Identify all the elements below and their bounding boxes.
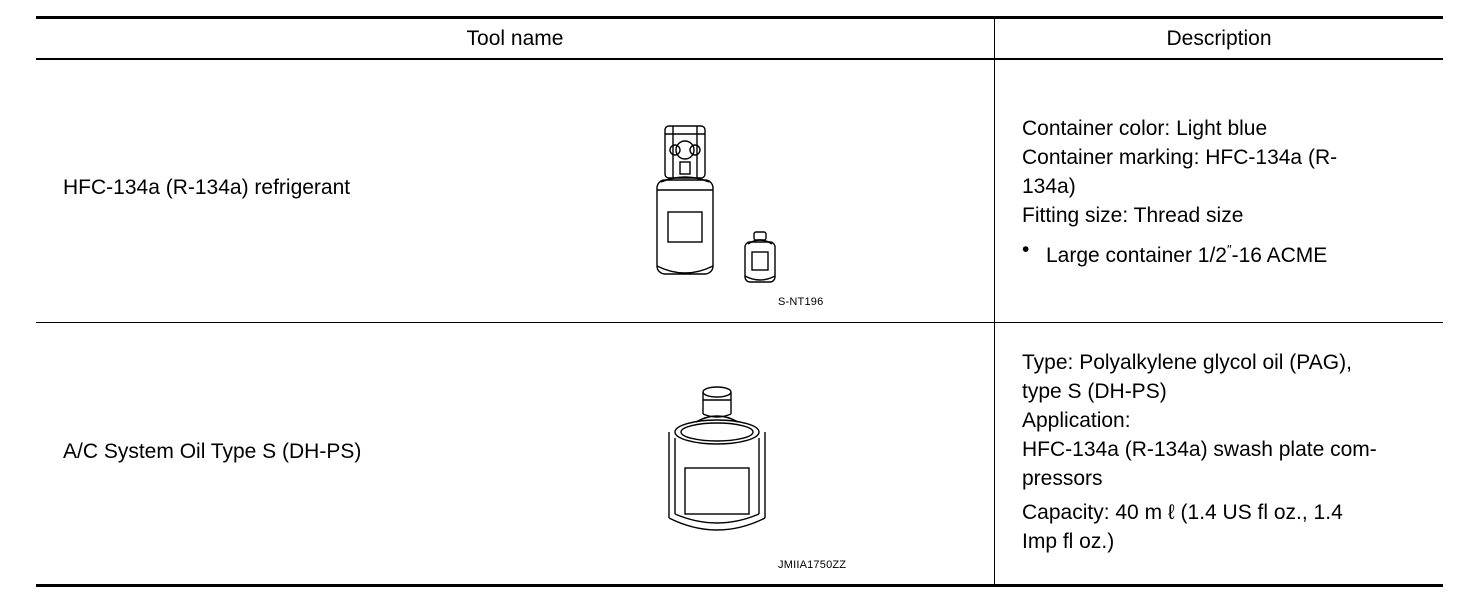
tool-name-oil: A/C System Oil Type S (DH-PS)	[63, 440, 362, 463]
table-top-rule	[36, 16, 1443, 19]
header-rule	[36, 58, 1443, 60]
desc-line: Application:	[1022, 409, 1131, 432]
row-divider	[36, 322, 1443, 323]
desc-line: Imp fl oz.)	[1022, 530, 1115, 553]
desc-line: Container marking: HFC-134a (R-	[1022, 146, 1338, 169]
desc-line: Type: Polyalkylene glycol oil (PAG),	[1022, 351, 1352, 374]
table-bottom-rule	[36, 584, 1443, 587]
special-service-tools-table: Tool name Description HFC-134a (R-134a) …	[36, 16, 1443, 587]
tool-name-refrigerant: HFC-134a (R-134a) refrigerant	[63, 176, 351, 199]
desc-bullet-item: • Large container 1/2″-16 ACME	[1022, 235, 1432, 270]
oil-container-illustration	[668, 386, 766, 531]
desc-line: Fitting size: Thread size	[1022, 204, 1244, 227]
bullet-text: Large container 1/2	[1046, 244, 1227, 267]
figure-code-oil: JMIIA1750ZZ	[778, 559, 847, 571]
inch-mark: ″	[1226, 242, 1232, 257]
header-description: Description	[1166, 27, 1272, 50]
description-refrigerant: Container color: Light blue Container ma…	[1022, 114, 1432, 270]
figure-code-refrigerant: S-NT196	[778, 296, 824, 308]
bullet-dot: •	[1022, 238, 1030, 261]
description-oil: Type: Polyalkylene glycol oil (PAG), typ…	[1022, 348, 1432, 556]
desc-line: 134a)	[1022, 175, 1076, 198]
refrigerant-container-illustration	[656, 125, 776, 283]
column-divider	[994, 16, 995, 586]
desc-line: pressors	[1022, 467, 1103, 490]
desc-line: Capacity: 40 m ℓ (1.4 US fl oz., 1.4	[1022, 501, 1343, 524]
desc-line: Container color: Light blue	[1022, 117, 1268, 140]
desc-line: type S (DH-PS)	[1022, 380, 1167, 403]
desc-line: HFC-134a (R-134a) swash plate com-	[1022, 438, 1377, 461]
bullet-text-suffix: -16 ACME	[1231, 244, 1328, 267]
header-tool-name: Tool name	[466, 27, 564, 50]
